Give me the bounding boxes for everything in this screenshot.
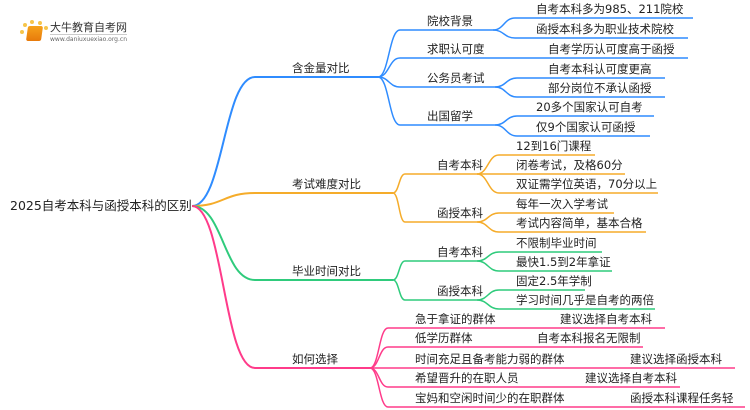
root-node[interactable]: 2025自考本科与函授本科的区别 xyxy=(10,198,192,213)
leaf-node[interactable]: 双证需学位英语，70分以上 xyxy=(516,177,657,191)
leaf-node[interactable]: 固定2.5年学制 xyxy=(516,274,592,288)
sub-edge xyxy=(392,260,477,281)
sub-node[interactable]: 公务员考试 xyxy=(427,71,485,85)
leaf-node[interactable]: 自考本科认可度更高 xyxy=(548,62,652,76)
branch-edge-3 xyxy=(191,205,370,369)
leaf-node[interactable]: 函授本科课程任务轻 xyxy=(630,391,734,405)
leaf-node[interactable]: 自考本科多为985、211院校 xyxy=(536,2,684,16)
leaf-node[interactable]: 建议选择自考本科 xyxy=(585,371,677,385)
leaf-node[interactable]: 考试内容简单，基本合格 xyxy=(516,216,643,230)
sub-node[interactable]: 求职认可度 xyxy=(427,42,485,56)
leaf-node[interactable]: 自考本科报名无限制 xyxy=(537,331,641,345)
sub-node[interactable]: 自考本科 xyxy=(437,158,483,172)
leaf-edge xyxy=(492,29,688,39)
leaf-edge xyxy=(494,124,650,137)
branch-node[interactable]: 含金量对比 xyxy=(292,61,350,75)
leaf-edge xyxy=(476,173,658,194)
sub-node[interactable]: 函授本科 xyxy=(437,206,483,220)
branch-edge-2 xyxy=(191,205,393,281)
leaf-node[interactable]: 函授本科多为职业技术院校 xyxy=(536,22,674,36)
leaf-node[interactable]: 仅9个国家认可函授 xyxy=(536,120,636,134)
sub-node[interactable]: 自考本科 xyxy=(437,245,483,259)
sub-edge xyxy=(377,76,495,88)
leaf-edge xyxy=(476,221,646,233)
leaf-node[interactable]: 20多个国家认可自考 xyxy=(536,100,643,114)
sub-node[interactable]: 时间充足且备考能力弱的群体 xyxy=(415,352,565,366)
leaf-node[interactable]: 学习时间几乎是自考的两倍 xyxy=(516,293,654,307)
leaf-node[interactable]: 建议选择自考本科 xyxy=(560,312,652,326)
sub-node[interactable]: 院校背景 xyxy=(427,14,473,28)
leaf-node[interactable]: 每年一次入学考试 xyxy=(516,197,608,211)
branch-node[interactable]: 考试难度对比 xyxy=(292,177,361,191)
sub-edge xyxy=(377,76,495,126)
sub-edge xyxy=(369,367,745,408)
logo-url: www.daniuxuexiao.org.cn xyxy=(50,35,127,43)
sub-edge xyxy=(392,192,477,223)
sub-edge xyxy=(369,346,643,369)
leaf-edge xyxy=(476,299,655,310)
sub-node[interactable]: 希望晋升的在职人员 xyxy=(415,371,519,385)
logo-title: 大牛教育自考网 xyxy=(50,20,127,35)
sub-node[interactable]: 急于拿证的群体 xyxy=(415,312,496,326)
sub-node[interactable]: 函授本科 xyxy=(437,284,483,298)
site-logo: 大牛教育自考网 www.daniuxuexiao.org.cn xyxy=(20,20,127,44)
leaf-node[interactable]: 12到16门课程 xyxy=(516,139,592,153)
branch-edge-1 xyxy=(191,192,393,207)
leaf-node[interactable]: 部分岗位不承认函授 xyxy=(548,81,652,95)
sub-edge xyxy=(377,29,493,78)
sub-node[interactable]: 出国留学 xyxy=(427,109,473,123)
leaf-edge xyxy=(494,86,665,98)
leaf-node[interactable]: 建议选择函授本科 xyxy=(630,352,722,366)
leaf-node[interactable]: 最快1.5到2年拿证 xyxy=(516,255,611,269)
sub-node[interactable]: 低学历群体 xyxy=(415,331,473,345)
leaf-node[interactable]: 闭卷考试，及格60分 xyxy=(516,158,623,172)
branch-node[interactable]: 毕业时间对比 xyxy=(292,264,361,278)
branch-edge-0 xyxy=(191,76,378,207)
leaf-edge xyxy=(476,260,612,272)
sub-edge xyxy=(392,279,477,301)
sub-edge xyxy=(377,57,688,78)
book-logo-icon xyxy=(20,20,48,44)
leaf-node[interactable]: 自考学历认可度高于函授 xyxy=(548,42,675,56)
leaf-node[interactable]: 不限制毕业时间 xyxy=(516,236,597,250)
branch-node[interactable]: 如何选择 xyxy=(292,352,338,366)
sub-node[interactable]: 宝妈和空闲时间少的在职群体 xyxy=(415,391,565,405)
sub-edge xyxy=(392,173,477,194)
